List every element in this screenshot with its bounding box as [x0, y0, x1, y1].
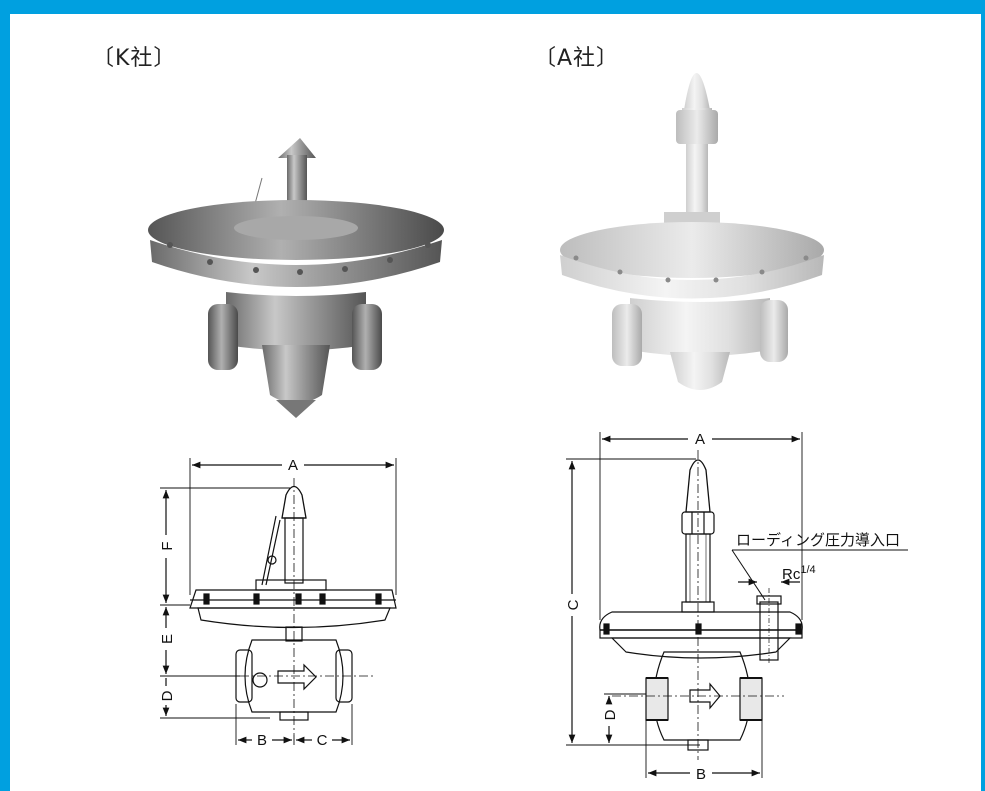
port-size-base: Rc: [782, 566, 801, 583]
k-regulator-photo: [148, 138, 444, 418]
a-dim-label-b: B: [696, 766, 706, 783]
top-frame-bar: [0, 0, 985, 14]
k-dim-label-c: C: [317, 732, 328, 749]
port-size-fraction: 1/4: [800, 564, 815, 576]
k-dim-label-a: A: [288, 457, 298, 474]
k-dim-label-d: D: [159, 690, 176, 701]
a-dimension-drawing: [566, 432, 908, 778]
k-dim-label-b: B: [257, 732, 267, 749]
company-label-a: 〔A社〕: [534, 46, 620, 71]
a-regulator-photo: [560, 73, 824, 390]
k-dimension-drawing: [160, 458, 397, 745]
port-size-label: Rc1/4: [782, 564, 816, 583]
a-dim-label-a: A: [695, 431, 705, 448]
a-dim-label-d: D: [602, 709, 619, 720]
a-dim-label-c: C: [565, 599, 582, 610]
company-label-k: 〔K社〕: [92, 46, 177, 71]
k-dim-label-e: E: [159, 634, 176, 644]
loading-pressure-port-annotation: ローディング圧力導入口: [736, 531, 900, 549]
right-frame-bar: [981, 0, 985, 791]
k-dim-label-f: F: [159, 541, 176, 550]
left-frame-bar: [0, 0, 10, 791]
